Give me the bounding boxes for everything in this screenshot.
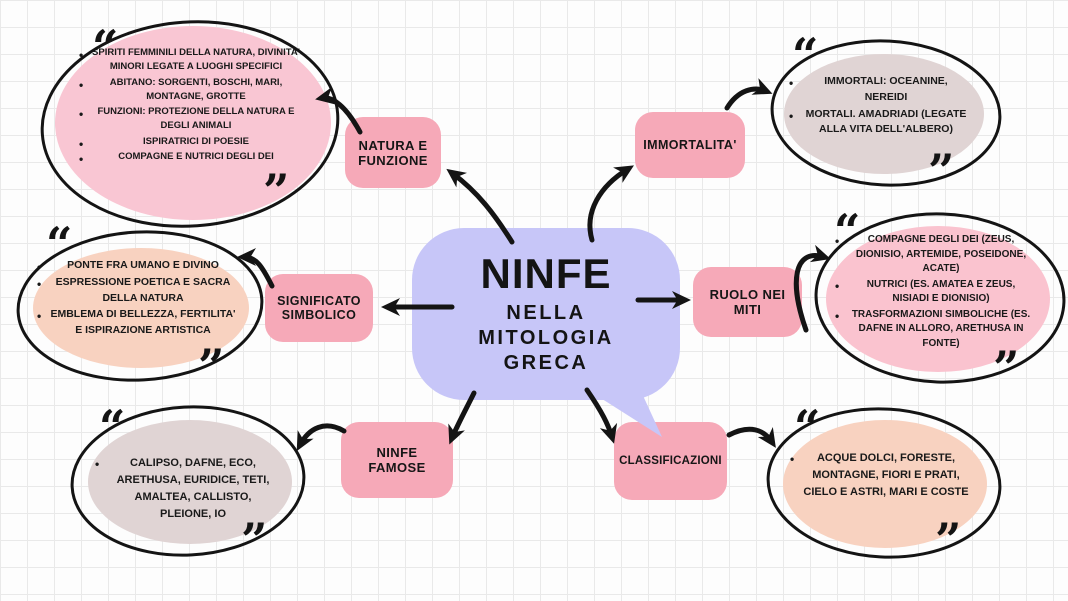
- close-quote-icon: ”: [928, 144, 955, 198]
- branch-label-ninfe-famose[interactable]: NINFE FAMOSE: [341, 422, 453, 498]
- open-quote-icon: “: [794, 400, 821, 454]
- list-item: SPIRITI FEMMINILI DELLA NATURA, DIVINITA…: [79, 46, 300, 75]
- arrow-ninfe-famose-to-ellipse: [296, 423, 347, 452]
- branch-label-text: IMMORTALITA': [643, 138, 737, 152]
- immortalita-points: IMMORTALI: OCEANINE, NEREIDI MORTALI. AM…: [789, 74, 970, 139]
- central-topic-subtitle-line1: NELLA: [506, 301, 586, 324]
- significato-simbolico-points: PONTE FRA UMANO E DIVINO ESPRESSIONE POE…: [37, 258, 236, 340]
- list-item: COMPAGNE DEGLI DEI (ZEUS, DIONISIO, ARTE…: [835, 233, 1034, 277]
- arrow-classificazioni-to-ellipse: [726, 426, 776, 448]
- list-item: FUNZIONI: PROTEZIONE DELLA NATURA E DEGL…: [79, 105, 300, 134]
- branch-label-text: CLASSIFICAZIONI: [619, 455, 722, 467]
- open-quote-icon: “: [99, 400, 126, 454]
- close-quote-icon: ”: [263, 164, 290, 218]
- branch-label-classificazioni[interactable]: CLASSIFICAZIONI: [614, 422, 727, 500]
- open-quote-icon: “: [92, 20, 119, 74]
- central-topic-bubble[interactable]: NINFE NELLA MITOLOGIA GRECA: [412, 228, 680, 400]
- central-topic-subtitle-line2: MITOLOGIA: [478, 326, 614, 349]
- list-item: ACQUE DOLCI, FORESTE, MONTAGNE, FIORI E …: [790, 450, 969, 501]
- branch-label-natura-e-funzione[interactable]: NATURA E FUNZIONE: [345, 117, 441, 188]
- branch-label-significato-simbolico[interactable]: SIGNIFICATO SIMBOLICO: [265, 274, 373, 342]
- central-topic-subtitle-line3: GRECA: [503, 351, 589, 374]
- close-quote-icon: ”: [198, 339, 225, 393]
- list-item: NUTRICI (ES. AMATEA E ZEUS, NISIADI E DI…: [835, 278, 1034, 307]
- close-quote-icon: ”: [935, 513, 962, 567]
- list-item: EMBLEMA DI BELLEZZA, FERTILITA' E ISPIRA…: [37, 307, 236, 339]
- list-item: COMPAGNE E NUTRICI DEGLI DEI: [79, 150, 300, 168]
- open-quote-icon: “: [834, 204, 861, 258]
- list-item: PONTE FRA UMANO E DIVINO: [37, 258, 236, 276]
- branch-label-text: SIGNIFICATO SIMBOLICO: [277, 294, 361, 322]
- list-item: ABITANO: SORGENTI, BOSCHI, MARI, MONTAGN…: [79, 76, 300, 105]
- natura-funzione-points: SPIRITI FEMMINILI DELLA NATURA, DIVINITA…: [79, 46, 300, 168]
- branch-label-text: RUOLO NEI MITI: [709, 287, 786, 317]
- list-item: ISPIRATRICI DI POESIE: [79, 135, 300, 153]
- central-topic-title: NINFE: [480, 249, 612, 297]
- close-quote-icon: ”: [993, 341, 1020, 395]
- open-quote-icon: “: [792, 28, 819, 82]
- classificazioni-points: ACQUE DOLCI, FORESTE, MONTAGNE, FIORI E …: [790, 450, 969, 502]
- branch-label-text: NINFE FAMOSE: [368, 445, 426, 475]
- list-item: MORTALI. AMADRIADI (LEGATE ALLA VITA DEL…: [789, 107, 970, 139]
- branch-label-text: NATURA E FUNZIONE: [358, 137, 428, 168]
- arrow-immortalita-to-ellipse: [724, 78, 773, 111]
- ruolo-nei-miti-points: COMPAGNE DEGLI DEI (ZEUS, DIONISIO, ARTE…: [835, 233, 1034, 352]
- list-item: IMMORTALI: OCEANINE, NEREIDI: [789, 74, 970, 106]
- close-quote-icon: ”: [241, 513, 268, 567]
- open-quote-icon: “: [46, 217, 73, 271]
- list-item: ESPRESSIONE POETICA E SACRA DELLA NATURA: [37, 275, 236, 307]
- branch-label-ruolo-nei-miti[interactable]: RUOLO NEI MITI: [693, 267, 802, 337]
- branch-label-immortalita[interactable]: IMMORTALITA': [635, 112, 745, 178]
